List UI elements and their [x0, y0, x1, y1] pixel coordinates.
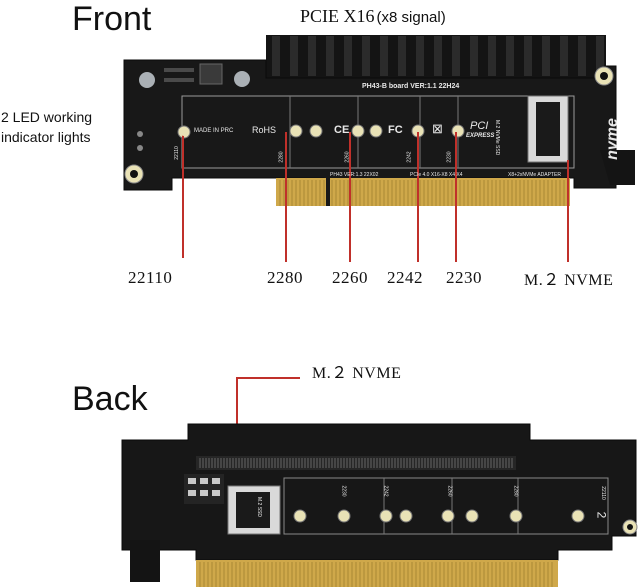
front-adapter-line: PCIe 4.0 X16-X8 X4 X4 — [410, 172, 463, 178]
back-heading: Back — [72, 380, 148, 418]
back-corner-number: 2 — [594, 511, 609, 519]
led-label-line1: 2 LED working — [1, 109, 93, 125]
pcie-slot-label: PCIE X16(x8 signal) — [300, 6, 446, 27]
front-fc-mark: FC — [388, 124, 403, 136]
front-rohs-mark: RoHS — [252, 125, 277, 135]
front-heading: Front — [72, 0, 152, 38]
callout-m2-nvme-front: M.２ NVME — [524, 272, 614, 289]
front-pcie-logo-line1: PCI — [470, 120, 489, 132]
front-version-line: PH43 VER:1.3 22X02 — [330, 172, 379, 178]
led-label-line2: indicator lights — [1, 129, 91, 145]
led-indicator-label: 2 LED working indicator lights — [1, 107, 92, 147]
callout-2260: 2260 — [332, 268, 368, 287]
front-pcie-logo-line2: EXPRESS — [466, 133, 495, 139]
back-mark-22110: 22110 — [599, 486, 606, 500]
callout-2242: 2242 — [387, 268, 423, 287]
front-callout-lines — [182, 132, 569, 262]
callout-22110: 22110 — [128, 268, 173, 287]
front-weee-icon: ⊠ — [432, 121, 443, 136]
pcie-slot-text: PCIE X16 — [300, 6, 375, 26]
back-mark-2230: 2230 — [340, 485, 347, 497]
pcie-signal-text: (x8 signal) — [376, 9, 446, 26]
front-board-name: PH43-B board VER:1.1 22H24 — [362, 83, 460, 90]
back-mark-2242: 2242 — [382, 485, 389, 497]
back-mark-2260: 2260 — [446, 485, 453, 497]
callout-2280: 2280 — [267, 268, 303, 287]
front-made-in: MADE IN PRC — [194, 128, 234, 134]
back-mark-2280: 2280 — [512, 485, 519, 497]
front-gold-fingers — [276, 178, 570, 206]
callout-2230: 2230 — [446, 268, 482, 287]
pcie-x16-slot — [266, 35, 606, 79]
front-ce-mark: CE — [334, 124, 350, 136]
front-adapter-line2: X8+2xNVMe ADAPTER — [508, 172, 561, 178]
callout-m2-nvme-back: M.２ NVME — [312, 365, 402, 382]
back-m2-slot-label: M.2 SSD — [256, 497, 262, 518]
